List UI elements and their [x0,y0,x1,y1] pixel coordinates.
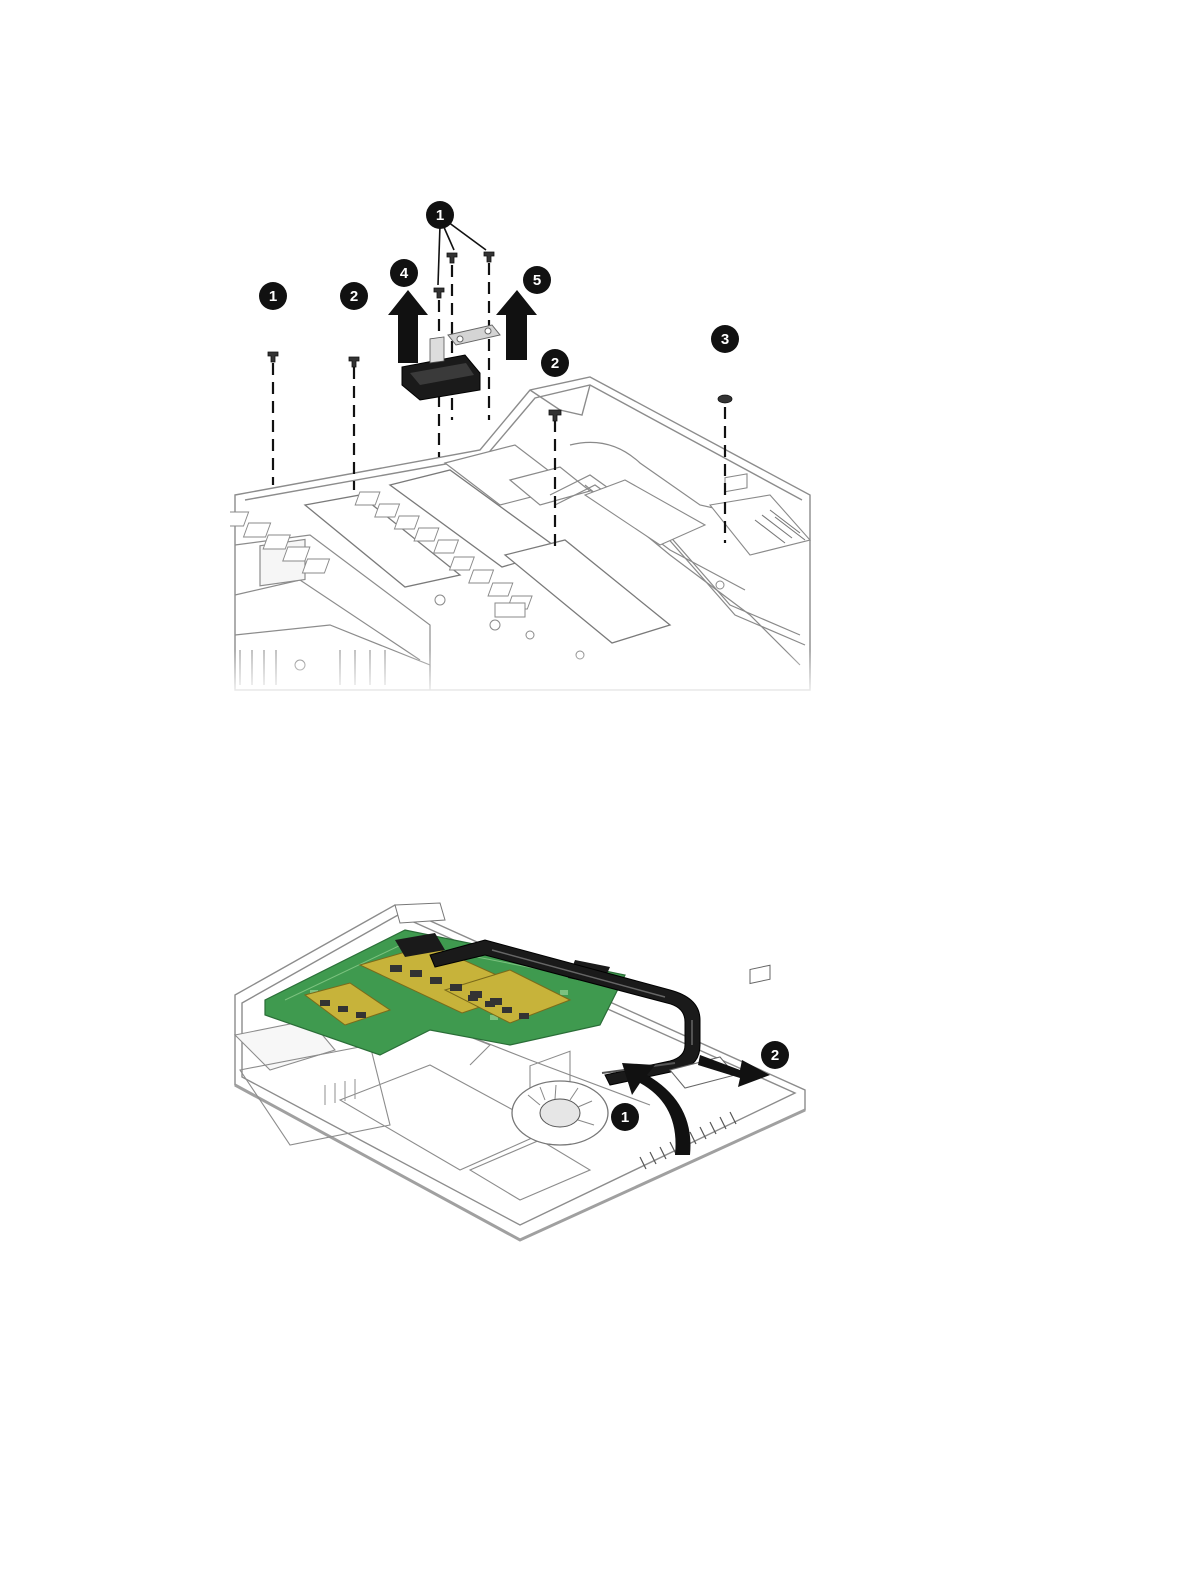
bottom-figure-drawing: 1 2 [230,895,815,1255]
callout-leaders [438,222,486,285]
callout: 1 [611,1103,639,1131]
arrow-up-icon [388,290,428,363]
callout: 5 [523,266,551,294]
callout: 3 [711,325,739,353]
callout-number: 2 [771,1047,779,1064]
disassembly-figure-bottom: 1 2 [230,895,815,1255]
arrow-up-icon [496,290,537,360]
fade-overlay [230,650,815,700]
screw-icon [268,352,278,362]
lift-arrows [388,290,537,363]
callout: 1 [426,201,454,229]
callout-number: 1 [621,1109,629,1126]
callout-number: 3 [721,331,729,348]
screw-icon [447,253,457,263]
callout-number: 2 [551,355,559,372]
callout: 2 [340,282,368,310]
screw-icon [484,252,494,262]
callout: 2 [761,1041,789,1069]
screw-icon [434,288,444,298]
callout-number: 4 [400,265,409,282]
callout: 4 [390,259,418,287]
disassembly-figure-top: 1 2 4 5 2 3 1 [230,195,815,700]
top-figure-drawing: 1 2 4 5 2 3 1 [230,195,815,700]
callout: 2 [541,349,569,377]
callout-number: 5 [533,272,541,289]
callout: 1 [259,282,287,310]
callout-number: 2 [350,288,358,305]
screw-icon [718,395,732,403]
callout-number: 1 [269,288,277,305]
screw-icon [349,357,359,367]
callout-number: 1 [436,207,444,224]
cooling-fan [512,1081,608,1145]
removed-bracket [448,325,500,345]
screws [268,252,732,421]
